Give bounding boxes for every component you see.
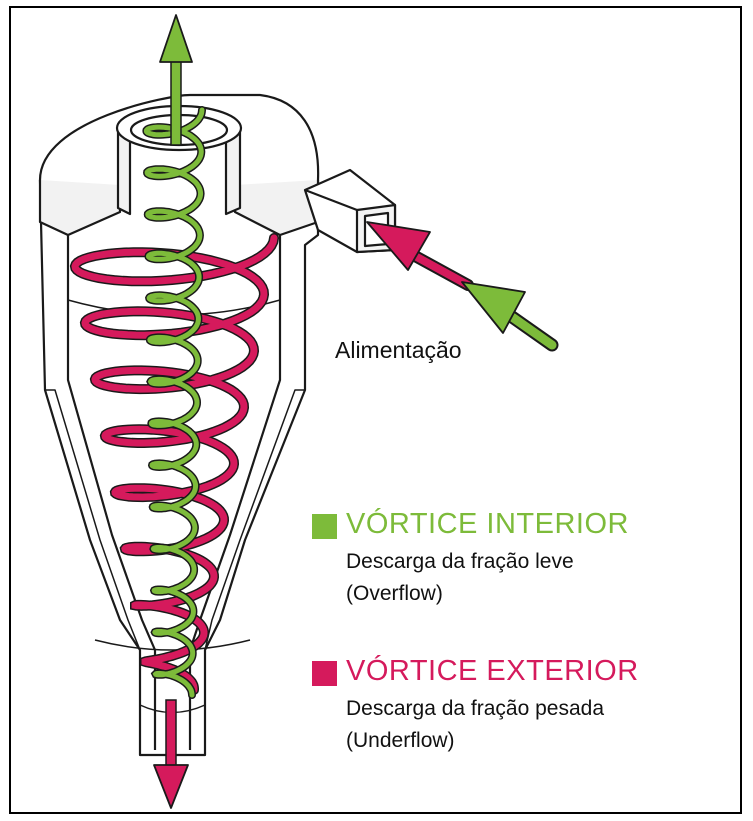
inner-vortex-swatch: [312, 514, 337, 539]
inner-vortex-note: (Overflow): [346, 578, 443, 610]
inner-vortex-desc: Descarga da fração leve: [346, 546, 574, 578]
feed-arrow-outer: [367, 222, 468, 285]
outer-vortex-desc: Descarga da fração pesada: [346, 693, 604, 725]
outer-vortex-note: (Underflow): [346, 725, 455, 757]
feed-label: Alimentação: [335, 337, 462, 364]
feed-arrow-inner: [462, 282, 552, 345]
outer-vortex-title: VÓRTICE EXTERIOR: [346, 655, 639, 688]
inner-vortex-title: VÓRTICE INTERIOR: [346, 508, 629, 541]
outer-vortex-swatch: [312, 661, 337, 686]
